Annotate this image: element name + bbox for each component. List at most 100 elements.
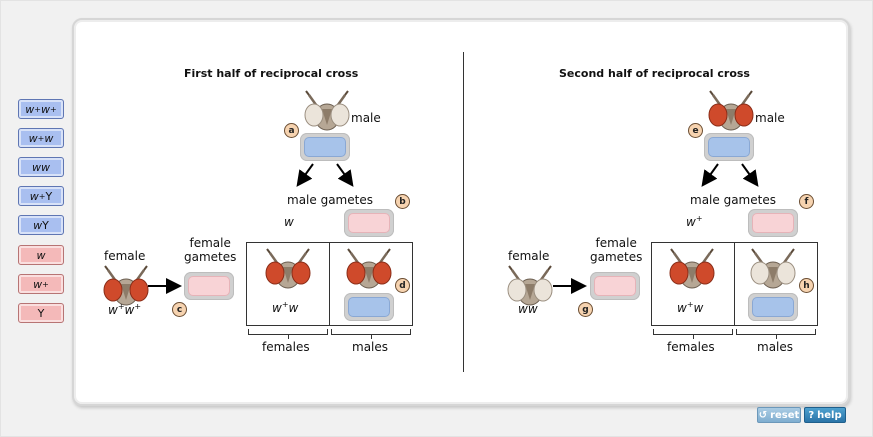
left-title: First half of reciprocal cross [184, 67, 359, 80]
female-fly-red-eyes [103, 264, 149, 307]
cross-panel [72, 18, 850, 406]
right-title: Second half of reciprocal cross [559, 67, 750, 80]
label-line: female [595, 236, 637, 250]
left-female-gametes-label: female gametes [184, 236, 236, 264]
help-label: help [817, 409, 842, 421]
chip-wplus-w[interactable]: w+w [18, 128, 64, 148]
chip-text: w [29, 189, 39, 203]
panel-divider [463, 52, 464, 372]
geno-sup: + [695, 214, 703, 223]
chip-y[interactable]: Y [18, 303, 64, 323]
reset-label: reset [770, 409, 800, 421]
drop-target-b[interactable] [344, 209, 394, 237]
drop-target-f[interactable] [748, 209, 798, 237]
chip-ww[interactable]: ww [18, 157, 64, 177]
left-males-label: males [352, 340, 389, 354]
left-male-gametes-label: male gametes [287, 193, 373, 207]
left-female-genotype: w+w+ [108, 302, 141, 317]
badge-g: g [578, 302, 593, 317]
geno-sup: + [281, 300, 289, 309]
chip-text: ww [32, 160, 50, 174]
chip-sup: + [38, 191, 46, 201]
right-males-label: males [757, 340, 794, 354]
drop-target-fill [188, 276, 230, 296]
left-females-label: females [262, 340, 310, 354]
chip-sup: + [50, 104, 57, 114]
drop-target-h[interactable] [748, 293, 798, 321]
chip-text: w [41, 102, 50, 116]
drop-target-fill [752, 213, 794, 233]
left-offspring-female-genotype: w+w [272, 300, 298, 315]
badge-d: d [395, 278, 410, 293]
left-female-label: female [104, 249, 146, 263]
chip-wplus-y[interactable]: w+Y [18, 186, 64, 206]
right-female-genotype: ww [518, 302, 538, 316]
geno-part: w [108, 303, 118, 317]
punnett-cell-male-2 [734, 242, 818, 326]
drop-target-fill [304, 137, 346, 157]
geno-part: w [272, 301, 282, 315]
badge-f: f [799, 194, 814, 209]
refresh-icon: ↺ [758, 409, 768, 421]
arrow-male-to-gametes-right-2 [741, 163, 759, 187]
drop-target-c[interactable] [184, 272, 234, 300]
geno-part: w [686, 215, 696, 229]
geno-sup: + [117, 302, 125, 311]
label-line: female [189, 236, 231, 250]
punnett-cell-male [329, 242, 413, 326]
geno-sup: + [134, 302, 142, 311]
chip-text: w [25, 102, 35, 116]
geno-part: w [124, 303, 135, 317]
chip-text: w [33, 218, 43, 232]
right-females-label: females [667, 340, 715, 354]
drop-target-e[interactable] [704, 133, 754, 161]
chip-text: w [44, 131, 54, 145]
right-male-gametes-label: male gametes [690, 193, 776, 207]
chip-text: w [28, 131, 38, 145]
arrow-male-to-gametes-left-2 [701, 163, 719, 187]
right-male-gamete-genotype: w+ [686, 214, 703, 229]
label-line: gametes [590, 250, 643, 264]
left-male-label: male [351, 111, 381, 125]
right-offspring-female-genotype: w+w [677, 300, 703, 315]
drop-target-fill [708, 137, 750, 157]
geno-part: w [677, 301, 687, 315]
left-male-gamete-genotype: w [284, 215, 294, 229]
chip-text: Y [45, 189, 53, 203]
geno-sup: + [686, 300, 694, 309]
chip-wplus-wplus[interactable]: w+w+ [18, 99, 64, 119]
right-female-gametes-label: female gametes [590, 236, 642, 264]
help-button[interactable]: ? help [804, 407, 846, 423]
brace-females [248, 329, 328, 339]
offspring-male-red-eyes [346, 247, 392, 290]
offspring-female-red-eyes [265, 247, 311, 290]
drop-target-fill [752, 297, 794, 317]
geno-part: w [288, 301, 299, 315]
chip-sup: + [42, 279, 49, 289]
female-fly-white-eyes [507, 264, 553, 307]
chip-text: w [33, 277, 43, 291]
drop-target-a[interactable] [300, 133, 350, 161]
chip-text: Y [37, 306, 45, 320]
chip-text: Y [42, 218, 49, 232]
question-icon: ? [808, 409, 815, 421]
chip-sup: + [37, 133, 45, 143]
badge-c: c [172, 302, 187, 317]
badge-b: b [395, 194, 410, 209]
badge-e: e [688, 123, 703, 138]
arrow-male-to-gametes-right [336, 163, 354, 187]
offspring-female-red-eyes-2 [669, 247, 715, 290]
reset-button[interactable]: ↺ reset [757, 407, 801, 423]
chip-w[interactable]: w [18, 245, 64, 265]
drop-target-d[interactable] [344, 293, 394, 321]
badge-h: h [799, 278, 814, 293]
drop-target-fill [348, 297, 390, 317]
drop-target-g[interactable] [590, 272, 640, 300]
male-fly-red-eyes [708, 89, 754, 132]
chip-wplus[interactable]: w+ [18, 274, 64, 294]
right-female-label: female [508, 249, 550, 263]
chip-sup: + [34, 104, 41, 114]
brace-males-2 [736, 329, 816, 339]
